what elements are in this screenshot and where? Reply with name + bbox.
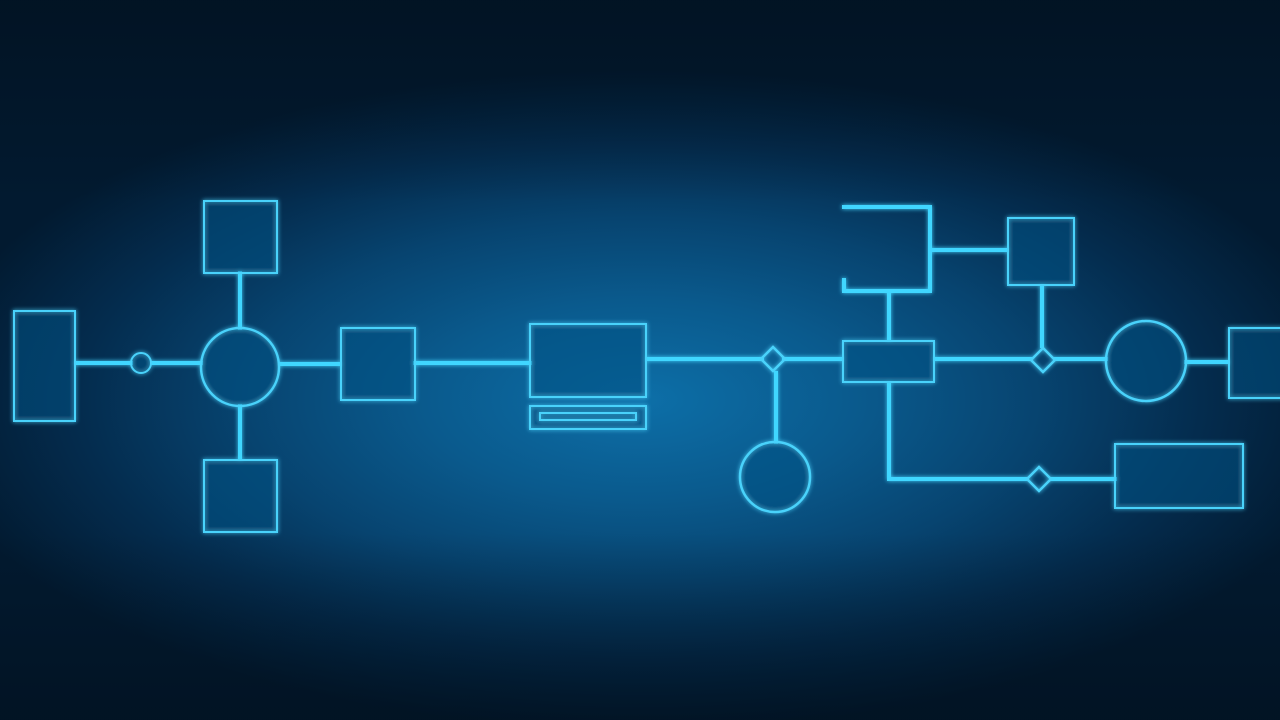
connector-line	[842, 205, 932, 293]
laptop-screen	[529, 323, 647, 398]
diamond-junction	[1029, 346, 1057, 374]
square-node-bottom	[203, 459, 278, 533]
connector-line	[887, 381, 1029, 481]
square-node-top	[203, 200, 278, 274]
rect-node-edge-right	[1228, 327, 1280, 399]
rect-node-lower-right	[1114, 443, 1244, 509]
process-bar-node	[842, 340, 935, 383]
laptop-icon	[529, 323, 647, 430]
diamond-junction	[759, 345, 787, 373]
square-node-middle	[340, 327, 416, 401]
circle-node-right	[1104, 319, 1188, 403]
square-node-upper-right	[1007, 217, 1075, 286]
small-circle-node	[130, 352, 152, 374]
laptop-base	[529, 405, 647, 430]
circle-node-hub	[199, 326, 281, 408]
circle-node-bottom	[738, 440, 812, 514]
diamond-junction	[1025, 465, 1053, 493]
rect-node-far-left	[13, 310, 76, 422]
